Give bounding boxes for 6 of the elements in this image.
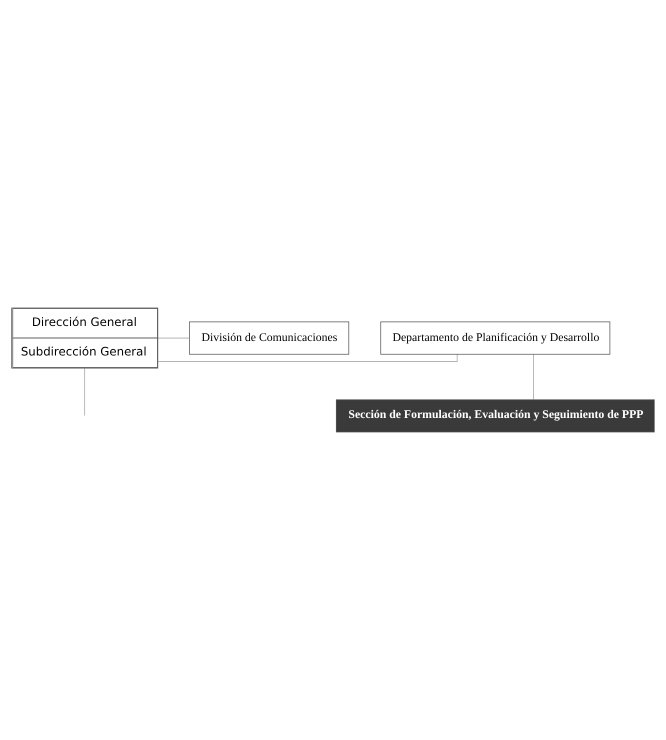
connector: [84, 368, 86, 416]
node-box: División de Comunicaciones: [189, 322, 350, 355]
connector: [533, 354, 534, 400]
connector: [158, 354, 458, 362]
node-box: Departamento de Planificación y Desarrollo: [380, 322, 610, 355]
node-box: Sección de Formulación, Evaluación y Seguimiento de PPP: [336, 399, 655, 432]
